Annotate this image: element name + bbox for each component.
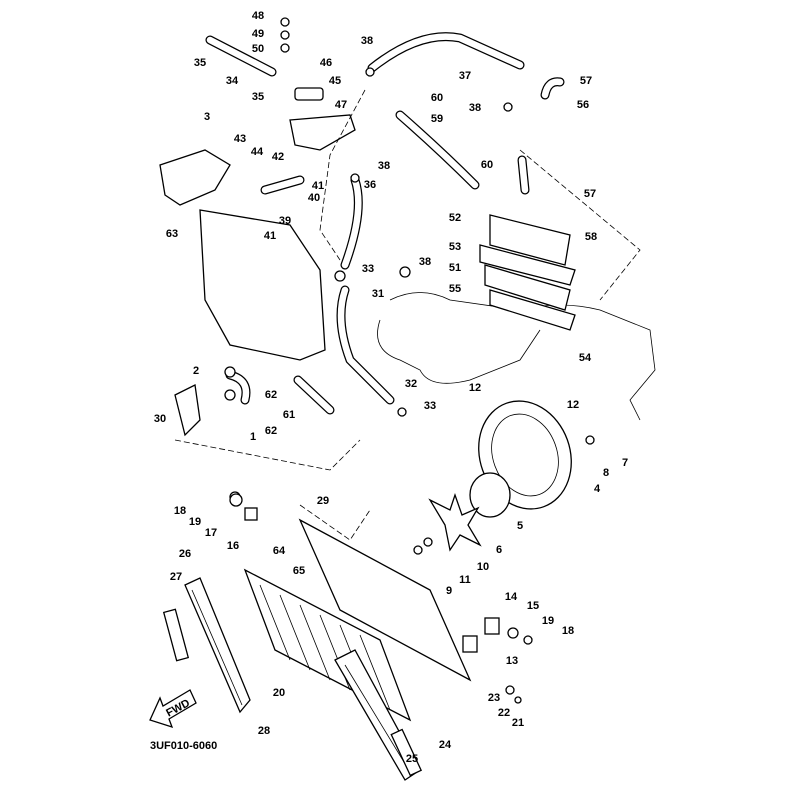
callout-24: 24: [439, 739, 452, 751]
callout-58: 58: [585, 231, 597, 243]
callout-17: 17: [205, 527, 217, 539]
side-cover-left: [184, 577, 251, 714]
thermostat-housing: [289, 114, 356, 151]
callout-47: 47: [335, 99, 347, 111]
callout-2: 2: [193, 365, 199, 377]
callout-65: 65: [293, 565, 305, 577]
callout-38: 38: [378, 160, 390, 172]
callout-38: 38: [419, 256, 431, 268]
diagram-code: 3UF010-6060: [150, 740, 217, 752]
callout-34: 34: [226, 75, 239, 87]
callout-56: 56: [577, 99, 589, 111]
callout-32: 32: [405, 378, 417, 390]
fwd-arrow: FWD: [149, 689, 197, 729]
callout-52: 52: [449, 212, 461, 224]
callout-28: 28: [258, 725, 270, 737]
callout-26: 26: [179, 548, 191, 560]
callout-18: 18: [562, 625, 574, 637]
callout-44: 44: [251, 146, 264, 158]
callout-33: 33: [362, 263, 374, 275]
radiator: [298, 518, 472, 682]
callout-18: 18: [174, 505, 186, 517]
callout-57: 57: [584, 188, 596, 200]
small-parts: [174, 17, 595, 704]
thermostat-case: [489, 214, 571, 266]
callout-5: 5: [517, 520, 523, 532]
callout-30: 30: [154, 413, 166, 425]
callout-33: 33: [424, 400, 436, 412]
callout-41: 41: [312, 180, 324, 192]
callout-7: 7: [622, 457, 628, 469]
callout-6: 6: [496, 544, 502, 556]
callout-1: 1: [250, 431, 256, 443]
callout-60: 60: [481, 159, 493, 171]
callout-51: 51: [449, 262, 461, 274]
fan: [428, 492, 482, 552]
callout-31: 31: [372, 288, 384, 300]
callout-22: 22: [498, 707, 510, 719]
callout-43: 43: [234, 133, 246, 145]
cover: [159, 149, 231, 206]
callout-35: 35: [252, 91, 264, 103]
callout-14: 14: [505, 591, 518, 603]
callout-16: 16: [227, 540, 239, 552]
hoses: [205, 32, 565, 415]
callout-53: 53: [449, 241, 461, 253]
callout-19: 19: [542, 615, 554, 627]
callout-41: 41: [264, 230, 276, 242]
callout-8: 8: [603, 467, 609, 479]
callout-42: 42: [272, 151, 284, 163]
callout-36: 36: [364, 179, 376, 191]
callout-37: 37: [459, 70, 471, 82]
callout-11: 11: [459, 574, 471, 586]
radiator-fins: [259, 584, 391, 711]
callout-57: 57: [580, 75, 592, 87]
callout-48: 48: [252, 10, 264, 22]
callout-15: 15: [527, 600, 539, 612]
callout-21: 21: [512, 717, 524, 729]
callout-35: 35: [194, 57, 206, 69]
callout-20: 20: [273, 687, 285, 699]
callout-10: 10: [477, 561, 489, 573]
callout-12: 12: [469, 382, 481, 394]
callout-62: 62: [265, 389, 277, 401]
callout-64: 64: [273, 545, 286, 557]
callout-63: 63: [166, 228, 178, 240]
callout-40: 40: [308, 192, 320, 204]
callout-50: 50: [252, 43, 264, 55]
callout-39: 39: [279, 215, 291, 227]
fan-motor: [469, 472, 511, 518]
callout-60: 60: [431, 92, 443, 104]
callout-55: 55: [449, 283, 461, 295]
callout-27: 27: [170, 571, 182, 583]
callout-19: 19: [189, 516, 201, 528]
fwd-label: FWD: [164, 697, 192, 719]
callout-13: 13: [506, 655, 518, 667]
callout-9: 9: [446, 585, 452, 597]
callout-49: 49: [252, 28, 264, 40]
line-art: FWD: [149, 17, 656, 781]
reservoir-tank: [199, 209, 326, 361]
callout-12: 12: [567, 399, 579, 411]
callout-38: 38: [361, 35, 373, 47]
callout-45: 45: [329, 75, 341, 87]
callout-29: 29: [317, 495, 329, 507]
callout-23: 23: [488, 692, 500, 704]
callout-62: 62: [265, 425, 277, 437]
callout-25: 25: [406, 753, 418, 765]
callout-59: 59: [431, 113, 443, 125]
callout-4: 4: [594, 483, 601, 495]
callout-3: 3: [204, 111, 210, 123]
callout-38: 38: [469, 102, 481, 114]
callout-61: 61: [283, 409, 295, 421]
callout-46: 46: [320, 57, 332, 69]
callout-54: 54: [579, 352, 592, 364]
